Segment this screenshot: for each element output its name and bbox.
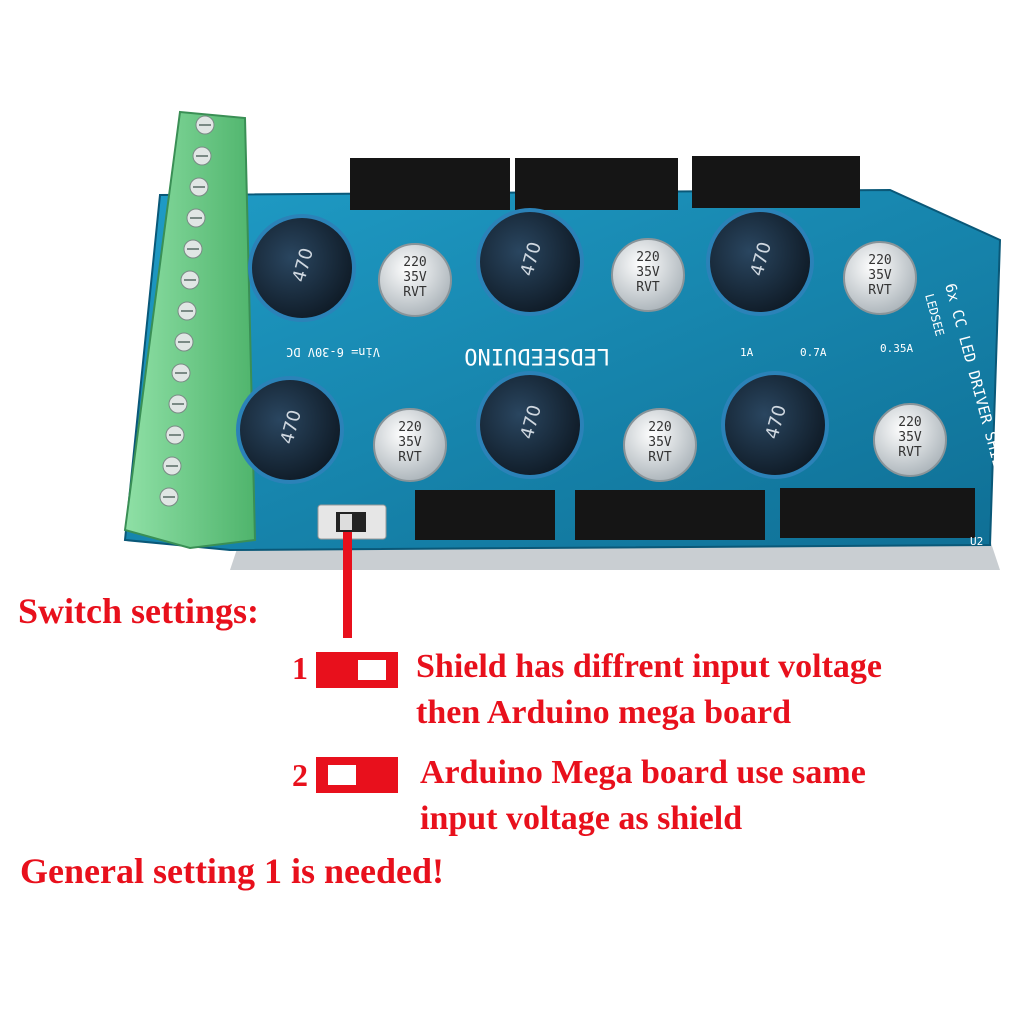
screw-terminal-block [123, 110, 257, 550]
general-setting-note: General setting 1 is needed! [20, 851, 444, 891]
svg-text:35V: 35V [868, 268, 892, 283]
capacitors: 22035VRVT22035VRVT22035VRVT22035VRVT2203… [373, 238, 947, 482]
svg-text:0.35A: 0.35A [880, 342, 913, 355]
inductor-icon: 470 [476, 371, 584, 479]
svg-text:35V: 35V [636, 265, 660, 280]
svg-text:220: 220 [868, 253, 891, 268]
svg-text:RVT: RVT [636, 280, 660, 295]
svg-text:220: 220 [648, 420, 671, 435]
svg-text:RVT: RVT [403, 285, 427, 300]
svg-text:RVT: RVT [898, 445, 922, 460]
board-brand-label: LEDSEEDUINO [464, 343, 610, 368]
terminal-screw-icon [189, 177, 209, 197]
inductor-icon: 470 [721, 371, 829, 479]
terminal-screw-icon [174, 332, 194, 352]
svg-text:220: 220 [398, 420, 421, 435]
terminal-screw-icon [168, 394, 188, 414]
svg-text:35V: 35V [898, 430, 922, 445]
bottom-headers [415, 488, 975, 540]
inductor-icon: 470 [706, 208, 814, 316]
svg-text:35V: 35V [398, 435, 422, 450]
switch-position-1-icon [316, 652, 398, 688]
terminal-screw-icon [171, 363, 191, 383]
option-1-line-2: then Arduino mega board [416, 694, 791, 731]
option-2-line-2: input voltage as shield [420, 800, 743, 837]
option-1-description: Shield has diffrent input voltage then A… [416, 644, 882, 736]
pointer-line [343, 532, 352, 638]
vin-label: Vin= 6-30V DC [286, 345, 380, 359]
terminal-screw-icon [159, 487, 179, 507]
inductor-icon: 470 [248, 214, 356, 322]
switch-position-2-icon [316, 757, 398, 793]
inductor-icon: 470 [476, 208, 584, 316]
option-2-number: 2 [292, 757, 308, 793]
terminal-screw-icon [192, 146, 212, 166]
inductors: 470 470 470 470 470 470 [236, 208, 829, 484]
svg-text:0.7A: 0.7A [800, 346, 827, 359]
terminal-screw-icon [186, 208, 206, 228]
svg-text:35V: 35V [648, 435, 672, 450]
option-1-line-1: Shield has diffrent input voltage [416, 648, 883, 685]
terminal-screw-icon [183, 239, 203, 259]
svg-text:RVT: RVT [648, 450, 672, 465]
terminal-screw-icon [165, 425, 185, 445]
top-headers [350, 156, 860, 210]
terminal-screw-icon [195, 115, 215, 135]
terminal-screw-icon [162, 456, 182, 476]
option-2-line-1: Arduino Mega board use same [420, 754, 866, 791]
svg-text:35V: 35V [403, 270, 427, 285]
svg-text:220: 220 [898, 415, 921, 430]
svg-text:RVT: RVT [868, 283, 892, 298]
svg-text:RVT: RVT [398, 450, 422, 465]
option-2-description: Arduino Mega board use same input voltag… [420, 750, 866, 842]
current-labels: 1A 0.7A 0.35A [740, 342, 913, 359]
switch-settings-title: Switch settings: [18, 591, 259, 631]
board-slide-switch [317, 504, 387, 540]
svg-text:1A: 1A [740, 346, 754, 359]
svg-text:220: 220 [636, 250, 659, 265]
terminal-screw-icon [180, 270, 200, 290]
option-1-number: 1 [292, 650, 308, 686]
terminal-screw-icon [177, 301, 197, 321]
inductor-icon: 470 [236, 376, 344, 484]
u-label: U2 [970, 535, 983, 548]
svg-text:220: 220 [403, 255, 426, 270]
